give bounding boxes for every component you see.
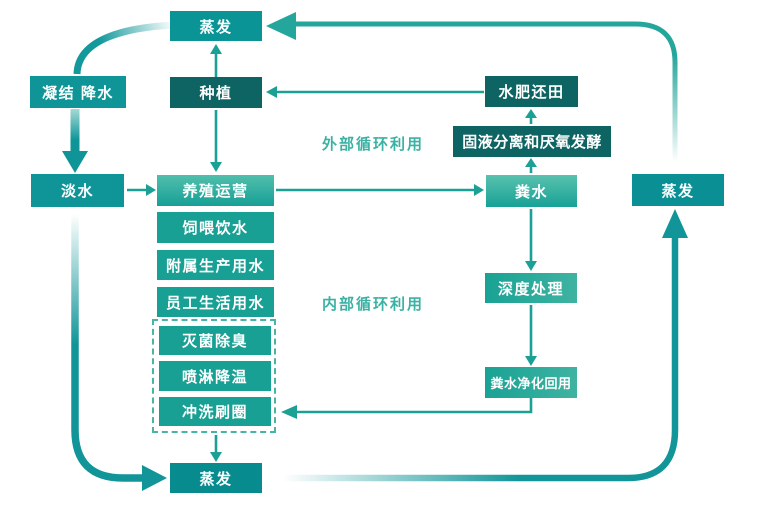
node-spray-cooling: 喷淋降温 <box>159 361 271 391</box>
node-evaporation-right: 蒸发 <box>632 174 724 206</box>
node-staff-domestic-water: 员工生活用水 <box>157 287 274 317</box>
arrow-evapright-to-evaptop <box>294 21 678 162</box>
arrow-evaptop-to-condensation <box>73 21 177 75</box>
node-evaporation-bottom: 蒸发 <box>170 463 262 493</box>
thin-arrows <box>127 44 537 462</box>
node-flushing-pens: 冲洗刷圈 <box>159 397 271 426</box>
arrowhead-into-freshwater <box>62 151 88 173</box>
node-feeding-drinking-water: 饲喂饮水 <box>157 212 274 243</box>
node-auxiliary-production-water: 附属生产用水 <box>157 250 274 280</box>
label-external-cycle: 外部循环利用 <box>322 136 425 153</box>
arrow-evapbottom-to-evapright <box>283 238 679 482</box>
arrowhead-into-evapright <box>662 209 688 238</box>
node-fresh-water: 淡水 <box>31 174 124 207</box>
arrowhead-into-evapbottom <box>142 465 167 491</box>
node-evaporation-top: 蒸发 <box>170 11 262 41</box>
node-deep-treatment: 深度处理 <box>485 273 577 303</box>
node-purification-reuse: 粪水净化回用 <box>485 367 577 398</box>
node-sterilize-deodorize: 灭菌除臭 <box>159 326 271 355</box>
node-condensation-precipitation: 凝结 降水 <box>30 76 126 108</box>
arrow-freshwater-to-evapbottom <box>71 212 142 482</box>
label-internal-cycle: 内部循环利用 <box>322 296 425 313</box>
node-breeding-operation: 养殖运营 <box>157 175 274 206</box>
internal-reuse-group <box>152 319 276 433</box>
arrowhead-into-evaptop <box>266 12 296 40</box>
node-manure-water: 粪水 <box>486 175 577 207</box>
node-separation-fermentation: 固液分离和厌氧发酵 <box>453 126 611 157</box>
node-planting: 种植 <box>170 77 262 108</box>
node-fertilizer-return: 水肥还田 <box>485 76 578 107</box>
